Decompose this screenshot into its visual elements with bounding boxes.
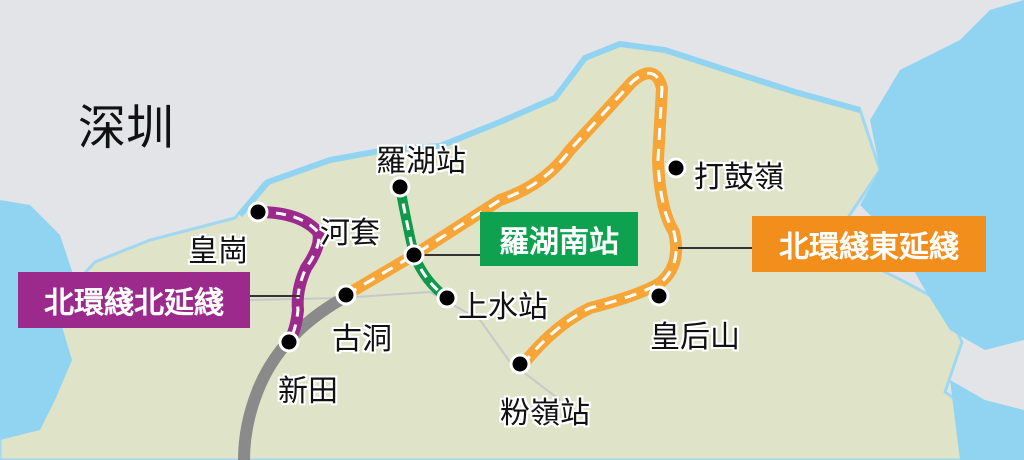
station-dot-lok-ma-chau-south[interactable] (403, 244, 425, 266)
station-label-fanling: 粉嶺站 (500, 396, 590, 431)
station-label-wong-hau-shan: 皇后山 (650, 320, 740, 355)
east-extension-label: 北環綫東延綫 (752, 216, 986, 272)
water-bottom-right (950, 380, 1024, 460)
station-dot-fanling[interactable] (509, 353, 531, 375)
station-dot-san-tin[interactable] (278, 331, 300, 353)
station-label-kwu-tung: 古洞 (332, 322, 392, 357)
city-label-shenzhen: 深圳 (78, 100, 175, 156)
station-label-san-tin: 新田 (278, 374, 338, 409)
east-extension-line (340, 67, 683, 368)
station-dot-sheung-shui[interactable] (436, 287, 458, 309)
north-extension-label: 北環綫北延綫 (18, 272, 250, 328)
station-label-lo-wu: 羅湖站 (376, 144, 466, 179)
station-label-ta-kwu-ling: 打鼓嶺 (694, 160, 784, 195)
station-label-sheung-shui: 上水站 (458, 290, 548, 325)
north-extension-line (252, 206, 325, 348)
border-river (237, 40, 861, 217)
lok-ma-chau-south-label: 羅湖南站 (480, 212, 638, 266)
station-dot-ta-kwu-ling[interactable] (665, 157, 687, 179)
station-label-ho-tao: 河套 (320, 216, 380, 251)
station-dot-wong-hau-shan[interactable] (648, 285, 670, 307)
station-label-wong-kong: 皇崗 (188, 234, 248, 269)
existing-rail-line (238, 294, 344, 460)
station-dot-wong-kong[interactable] (247, 201, 269, 223)
station-dot-kwu-tung[interactable] (335, 284, 357, 306)
station-dot-lo-wu[interactable] (389, 176, 411, 198)
